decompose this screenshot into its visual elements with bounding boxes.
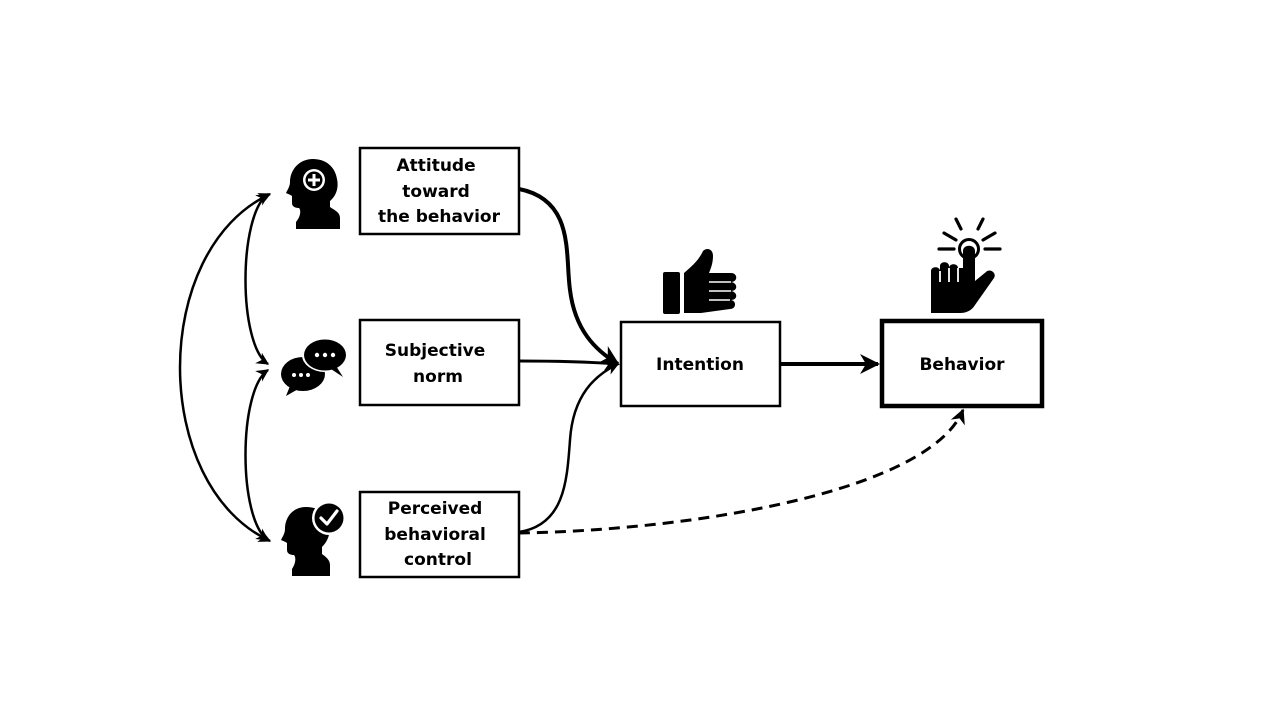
node-intention: Intention xyxy=(619,320,782,408)
edges xyxy=(178,187,965,543)
head-check-icon xyxy=(281,501,346,576)
subjective-norm-box xyxy=(358,318,521,407)
node-subjective-norm: Subjective norm xyxy=(358,318,521,407)
intention-label: Intention xyxy=(656,355,744,375)
edge-control-to-behavior-dashed xyxy=(518,408,965,535)
correlation-norm-control xyxy=(244,368,270,542)
perceived-control-label-line2: behavioral xyxy=(384,525,486,545)
node-attitude: Attitude toward the behavior xyxy=(358,146,521,236)
perceived-control-box xyxy=(358,490,521,579)
behavior-label: Behavior xyxy=(919,355,1005,375)
perceived-control-label-line3: control xyxy=(404,550,472,570)
perceived-control-label-line1: Perceived xyxy=(388,499,483,519)
subjective-norm-label-line2: norm xyxy=(413,367,463,387)
attitude-label-line1: Attitude xyxy=(396,156,475,176)
correlation-attitude-control xyxy=(178,192,272,543)
edge-attitude-to-intention xyxy=(518,187,620,366)
attitude-label-line3: the behavior xyxy=(378,207,501,227)
node-perceived-control: Perceived behavioral control xyxy=(358,490,521,579)
edge-control-to-intention xyxy=(518,362,620,534)
thumbs-up-icon xyxy=(663,248,737,314)
svg-text:Behavior: Behavior xyxy=(919,355,1005,375)
head-plus-icon xyxy=(286,159,340,229)
svg-text:Attitude toward th: Attitude toward the behavior xyxy=(378,156,501,227)
subjective-norm-label-line1: Subjective xyxy=(385,341,486,361)
speech-bubbles-icon xyxy=(281,338,348,396)
click-hand-icon xyxy=(931,217,1002,313)
attitude-box xyxy=(358,146,521,236)
intention-box xyxy=(619,320,782,408)
svg-text:Intention: Intention xyxy=(656,355,744,375)
correlation-attitude-norm xyxy=(244,192,270,366)
node-behavior: Behavior xyxy=(879,318,1045,409)
svg-text:Perceived behavioral: Perceived behavioral control xyxy=(384,499,491,570)
behavior-box xyxy=(879,318,1045,409)
svg-text:Subjective norm: Subjective norm xyxy=(385,341,491,387)
attitude-label-line2: toward xyxy=(402,182,470,202)
edge-norm-to-intention xyxy=(518,355,620,371)
